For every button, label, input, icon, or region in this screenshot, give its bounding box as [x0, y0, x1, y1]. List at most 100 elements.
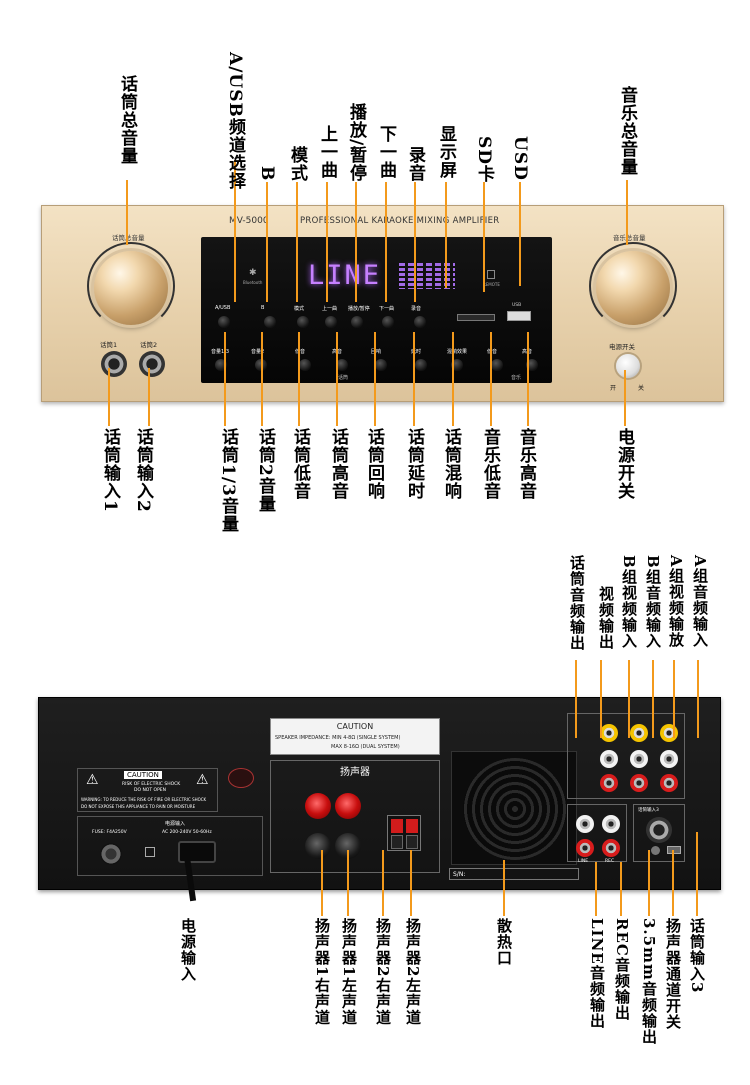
usb-port[interactable]	[507, 311, 531, 321]
knob-label-6: 混响效果	[447, 349, 468, 355]
b-audio-in-left-jack[interactable]	[630, 750, 648, 768]
video-out-jack[interactable]	[600, 724, 618, 742]
front-top-leader-7	[414, 182, 416, 302]
mic2-input-jack[interactable]	[139, 351, 165, 377]
sd-card-slot[interactable]	[457, 314, 495, 321]
front-top-label-5: 播放/暂停	[346, 103, 366, 183]
warning-sub2: DO NOT OPEN	[134, 788, 166, 793]
front-knob-3[interactable]	[336, 359, 348, 371]
front-button-6[interactable]	[414, 316, 426, 328]
front-button-5[interactable]	[382, 316, 394, 328]
mic-audio-out-left-jack[interactable]	[600, 750, 618, 768]
fuse-rating: FUSE: F4A250V	[92, 830, 127, 835]
display-text: LINE	[308, 260, 382, 291]
front-button-2[interactable]	[297, 316, 309, 328]
speaker2-right-red-clip[interactable]	[391, 819, 403, 833]
rear-bottom-leader-1	[347, 850, 349, 916]
speaker-channel-switch[interactable]	[667, 846, 681, 854]
rear-bottom-leader-4	[503, 860, 505, 916]
rear-top-label-2: B组视频输入	[620, 555, 638, 649]
shock-warning-box: ⚠ ⚠ CAUTION RISK OF ELECTRIC SHOCK DO NO…	[77, 768, 218, 812]
power-switch[interactable]	[616, 354, 640, 378]
front-knob-7[interactable]	[491, 359, 503, 371]
front-knob-5[interactable]	[415, 359, 427, 371]
speaker2-left-red-clip[interactable]	[406, 819, 418, 833]
b-video-in-jack[interactable]	[630, 724, 648, 742]
button-label-3: 上一曲	[322, 306, 338, 312]
line-out-left-jack[interactable]	[576, 815, 594, 833]
rear-bottom-label-1: 扬声器1右声道	[313, 918, 331, 1026]
speaker2-right-black-clip[interactable]	[391, 835, 403, 849]
front-top-leader-3	[296, 182, 298, 302]
fuse-holder[interactable]	[100, 843, 122, 865]
front-knob-6[interactable]	[451, 359, 463, 371]
front-bottom-leader-4	[298, 332, 300, 426]
b-audio-in-right-jack[interactable]	[630, 774, 648, 792]
mic-audio-out-right-jack[interactable]	[600, 774, 618, 792]
mic2-jack-label: 话筒2	[140, 341, 158, 349]
music-master-knob-label: 音乐总音量	[613, 234, 646, 242]
a-video-in-jack[interactable]	[660, 724, 678, 742]
knob-arc-left	[87, 242, 175, 330]
rec-out-left-jack[interactable]	[602, 815, 620, 833]
front-top-label-6: 下一曲	[376, 125, 396, 179]
front-top-label-8: 显示屏	[436, 125, 456, 179]
speaker2-terminal-block[interactable]	[387, 815, 421, 851]
rear-top-leader-0	[575, 660, 577, 738]
rear-bottom-label-6: LINE音频输出	[588, 918, 606, 1029]
rear-bottom-label-2: 扬声器1左声道	[340, 918, 358, 1026]
mic-master-volume-knob[interactable]	[94, 251, 168, 325]
warning-triangle-icon: ⚠	[86, 772, 99, 788]
rear-bottom-label-5: 散热口	[495, 918, 513, 966]
front-top-label-4: 上一曲	[317, 125, 337, 179]
front-button-0[interactable]	[218, 316, 230, 328]
music-master-volume-knob[interactable]	[596, 251, 670, 325]
rear-bottom-label-10: 话筒输入3	[688, 918, 706, 994]
power-on-label: 开	[610, 385, 617, 392]
power-switch-label: 电源开关	[609, 343, 635, 351]
front-bottom-label-5: 话筒高音	[328, 428, 348, 500]
front-bottom-label-2: 话筒1/3音量	[218, 428, 238, 533]
line-out-right-jack[interactable]	[576, 839, 594, 857]
mic3-input-jack[interactable]	[646, 817, 672, 843]
front-button-1[interactable]	[264, 316, 276, 328]
front-top-label-0: 话筒总音量	[117, 75, 137, 165]
front-top-label-9: SD卡	[474, 136, 494, 184]
button-label-6: 录音	[411, 306, 422, 312]
vfd-display: LINE	[281, 257, 471, 295]
front-top-leader-10	[519, 182, 521, 286]
rear-top-leader-4	[673, 660, 675, 738]
speaker1-left-red-post[interactable]	[335, 793, 361, 819]
front-bottom-leader-3	[261, 332, 263, 426]
power-input-title: 电源输入	[165, 821, 186, 827]
front-bottom-label-10: 音乐高音	[516, 428, 536, 500]
speaker1-right-red-post[interactable]	[305, 793, 331, 819]
knob-label-4: 回响	[371, 349, 382, 355]
front-panel: MV-5000 PROFESSIONAL KARAOKE MIXING AMPL…	[41, 205, 724, 402]
warning-sub1: RISK OF ELECTRIC SHOCK	[122, 782, 181, 787]
front-knob-8[interactable]	[526, 359, 538, 371]
speaker2-left-black-clip[interactable]	[406, 835, 418, 849]
front-top-leader-0	[126, 180, 128, 245]
button-label-1: B	[261, 305, 265, 311]
rear-top-leader-1	[600, 660, 602, 738]
front-knob-2[interactable]	[299, 359, 311, 371]
button-label-2: 模式	[294, 306, 305, 312]
rear-bottom-leader-9	[696, 832, 698, 916]
a-audio-in-left-jack[interactable]	[660, 750, 678, 768]
fan-grille	[463, 758, 567, 860]
usb-port-label: USB	[512, 303, 522, 308]
speaker1-right-black-post[interactable]	[305, 833, 331, 859]
front-button-4[interactable]	[351, 316, 363, 328]
knob-label-7: 低音	[487, 349, 498, 355]
aux-3-5mm-jack[interactable]	[651, 846, 660, 855]
mic-master-knob-label: 话筒总音量	[112, 234, 145, 242]
rec-out-right-jack[interactable]	[602, 839, 620, 857]
rear-bottom-leader-6	[620, 862, 622, 916]
mic1-jack-label: 话筒1	[100, 341, 118, 349]
front-knob-4[interactable]	[375, 359, 387, 371]
a-audio-in-right-jack[interactable]	[660, 774, 678, 792]
front-button-3[interactable]	[325, 316, 337, 328]
front-bottom-leader-1	[148, 368, 150, 426]
mic1-input-jack[interactable]	[101, 351, 127, 377]
